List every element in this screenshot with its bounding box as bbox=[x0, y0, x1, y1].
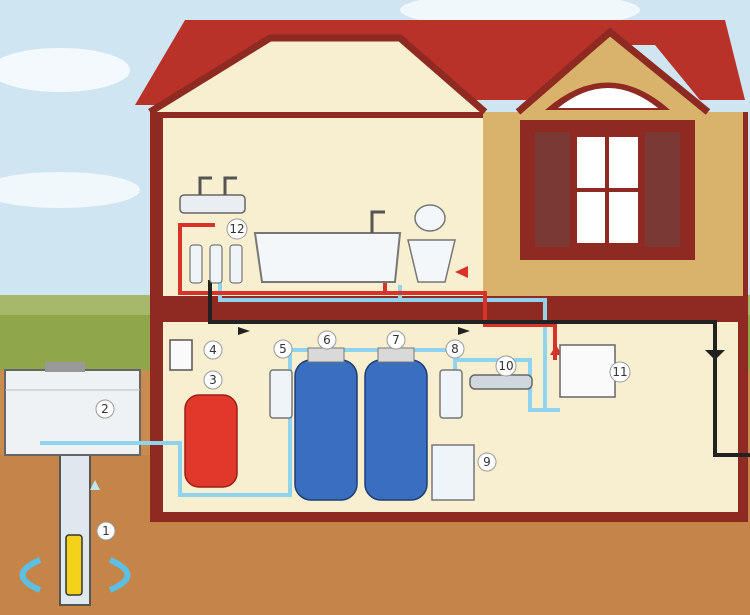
rotation-arrow-left bbox=[19, 557, 42, 593]
toilet-icon bbox=[407, 239, 456, 283]
rotation-arrow-right bbox=[108, 557, 131, 593]
faucet-icon bbox=[198, 176, 212, 195]
label-number: 1 bbox=[102, 524, 110, 538]
roof-edge bbox=[515, 27, 711, 115]
label-number: 2 bbox=[101, 402, 109, 416]
brine-tank-icon bbox=[431, 444, 475, 501]
roof-edge bbox=[148, 34, 488, 115]
label-badge: 7 bbox=[386, 330, 406, 350]
label-badge: 4 bbox=[203, 340, 223, 360]
storage-tank-lid bbox=[45, 362, 85, 372]
softener-tank-icon bbox=[294, 359, 358, 501]
label-badge: 1 bbox=[96, 521, 116, 541]
flow-arrow-icon bbox=[90, 480, 100, 490]
label-number: 4 bbox=[209, 343, 217, 357]
hot-water-pipe bbox=[383, 245, 557, 360]
label-badge: 10 bbox=[495, 355, 517, 377]
label-number: 7 bbox=[392, 333, 400, 347]
label-badge: 8 bbox=[445, 339, 465, 359]
hot-flow-arrow bbox=[550, 345, 562, 355]
label-number: 9 bbox=[483, 455, 491, 469]
ro-filter-icon bbox=[209, 244, 223, 284]
accumulator-tank-icon bbox=[184, 394, 238, 488]
pressure-switch-icon bbox=[169, 339, 193, 371]
label-badge: 5 bbox=[273, 339, 293, 359]
roof-gable-right bbox=[520, 35, 705, 112]
well-casing bbox=[59, 449, 91, 606]
label-number: 8 bbox=[451, 342, 459, 356]
hot-water-pipe bbox=[178, 223, 385, 295]
roof-gable bbox=[150, 38, 483, 112]
sink-icon bbox=[179, 194, 246, 214]
label-badge: 9 bbox=[477, 452, 497, 472]
softener-valve bbox=[307, 347, 345, 363]
drain-arrow bbox=[705, 350, 725, 360]
label-badge: 2 bbox=[95, 399, 115, 419]
window-shutter-right bbox=[645, 132, 680, 247]
cloud bbox=[0, 48, 130, 92]
water-heater-icon bbox=[559, 344, 616, 398]
label-badge: 11 bbox=[609, 361, 631, 383]
label-number: 3 bbox=[209, 373, 217, 387]
bathtub-icon bbox=[253, 232, 402, 283]
uv-lamp-icon bbox=[469, 374, 533, 390]
ro-filter-icon bbox=[229, 244, 243, 284]
faucet-icon bbox=[223, 176, 237, 195]
window-arch-glass bbox=[558, 88, 658, 108]
cold-water-pipe bbox=[218, 280, 547, 410]
label-number: 11 bbox=[612, 365, 627, 379]
hot-flow-arrow bbox=[455, 266, 468, 278]
cloud bbox=[0, 172, 140, 208]
filter-icon bbox=[439, 369, 463, 419]
drain-arrow bbox=[238, 327, 250, 335]
label-number: 10 bbox=[498, 359, 513, 373]
softener-valve bbox=[377, 347, 415, 363]
softener-tank-icon bbox=[364, 359, 428, 501]
ro-filter-icon bbox=[189, 244, 203, 284]
label-badge: 12 bbox=[226, 218, 248, 240]
well-pump-icon bbox=[65, 534, 83, 596]
label-number: 5 bbox=[279, 342, 287, 356]
label-badge: 6 bbox=[317, 330, 337, 350]
toilet-tank bbox=[414, 204, 446, 232]
drain-pipe bbox=[208, 280, 750, 457]
drain-arrow bbox=[458, 327, 470, 335]
label-badge: 3 bbox=[203, 370, 223, 390]
window-shutter-left bbox=[535, 132, 570, 247]
cold-water-pipe bbox=[40, 350, 292, 497]
label-number: 12 bbox=[229, 222, 244, 236]
bath-faucet-icon bbox=[370, 210, 385, 233]
filter-icon bbox=[269, 369, 293, 419]
label-number: 6 bbox=[323, 333, 331, 347]
